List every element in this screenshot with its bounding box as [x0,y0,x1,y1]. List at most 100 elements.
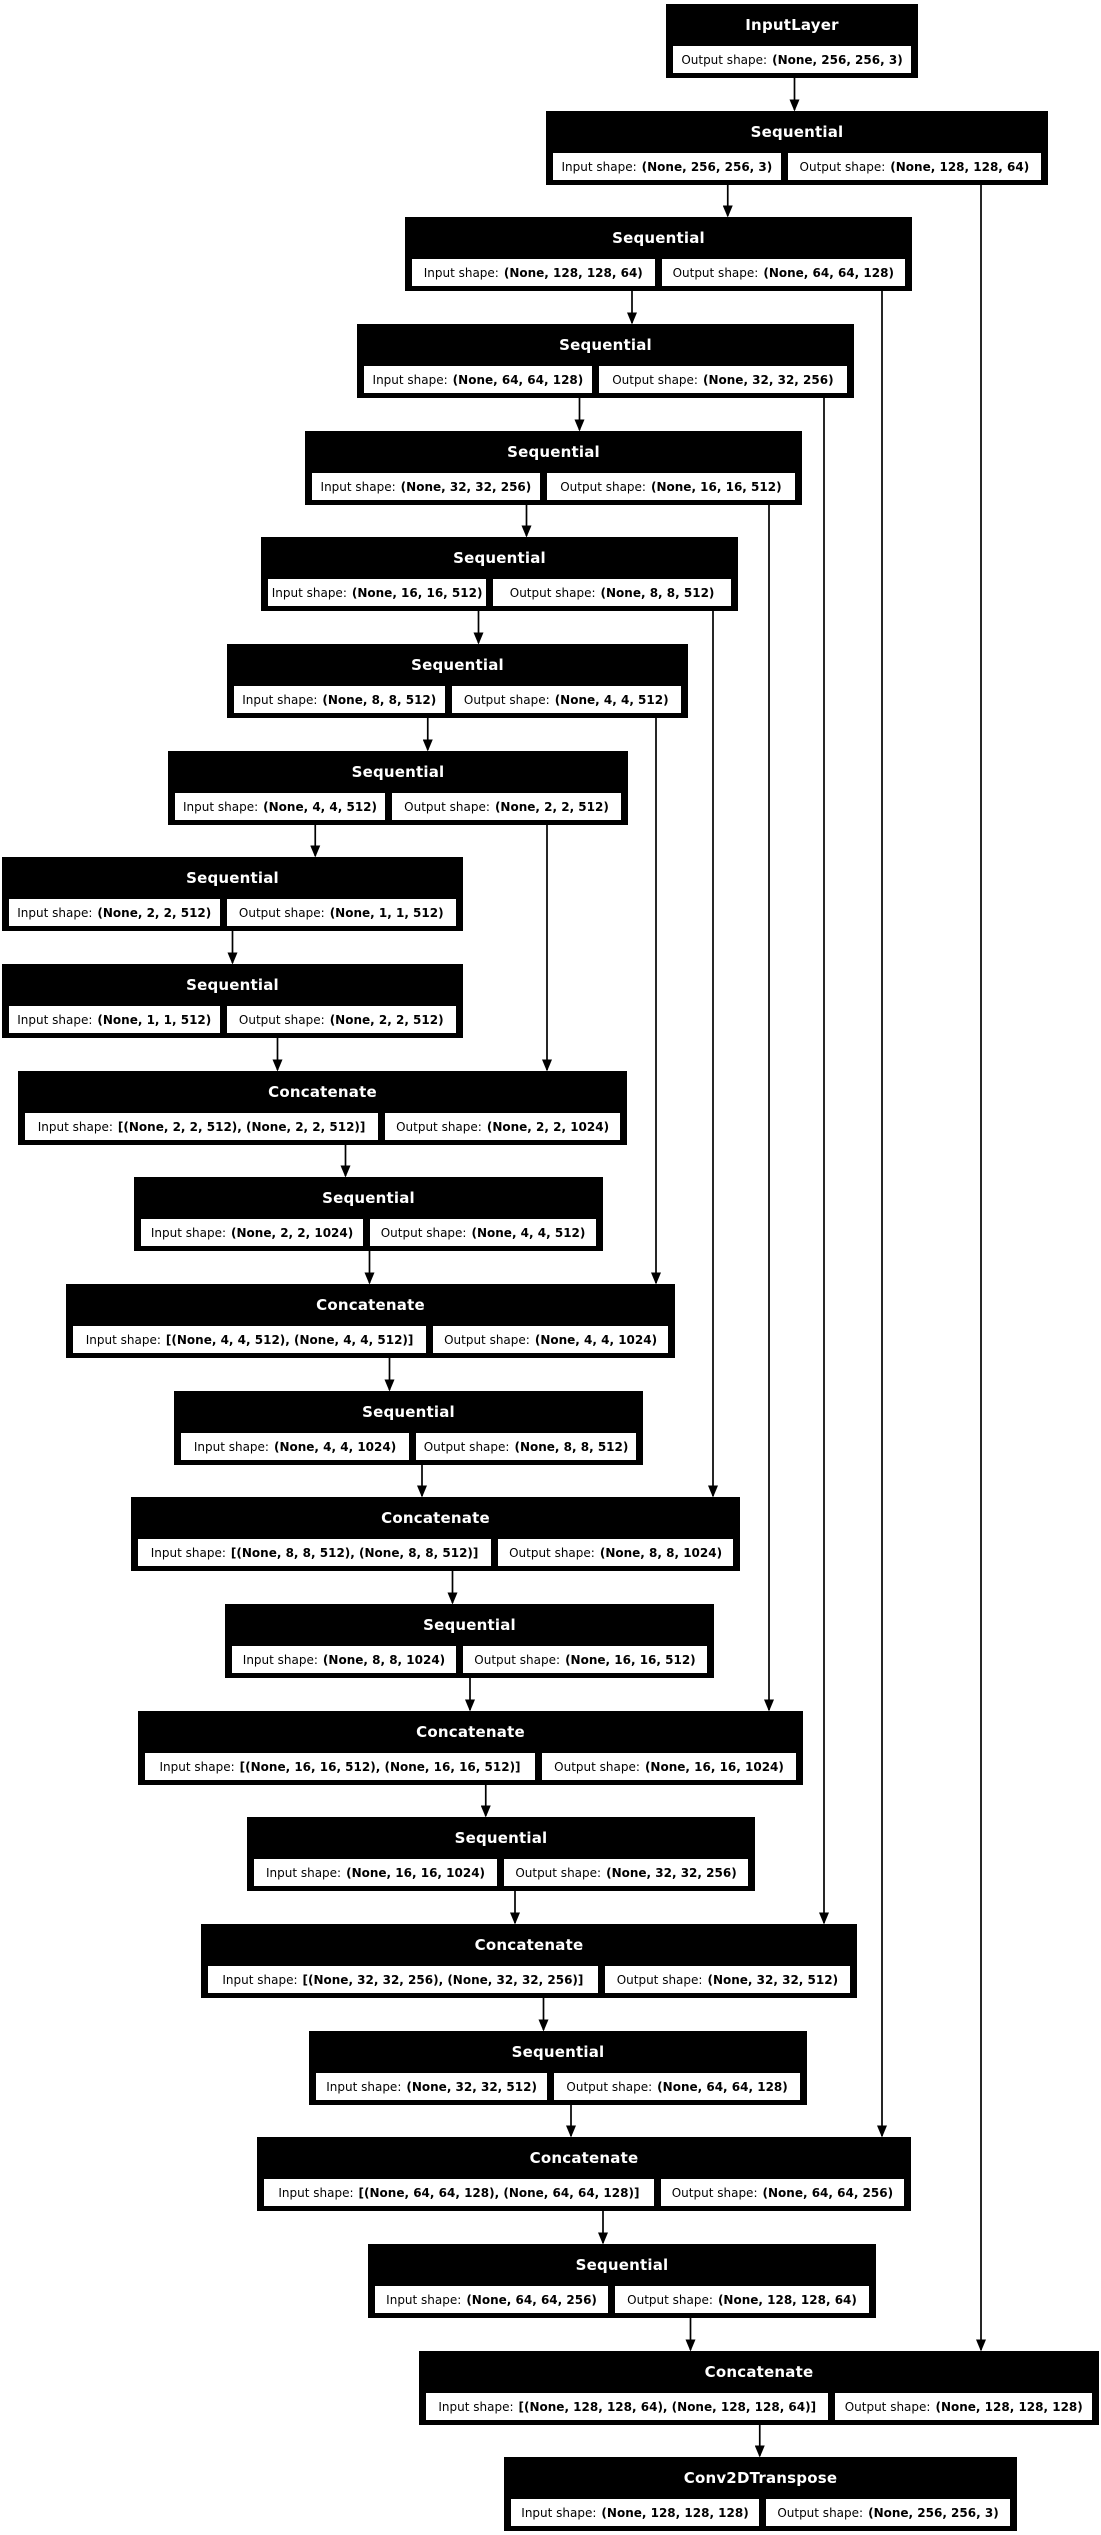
input-shape-cell: Input shape:(None, 2, 2, 1024) [140,1218,365,1247]
output-shape-cell: Output shape:(None, 128, 128, 64) [786,152,1042,181]
output-shape-cell: Output shape:(None, 2, 2, 512) [225,1005,457,1034]
input-shape-label: Input shape: [265,1865,342,1880]
layer-title: Sequential [322,1189,415,1207]
input-shape-cell: Input shape:(None, 128, 128, 128) [510,2498,760,2527]
shape-cells: Input shape:(None, 2, 2, 1024)Output sha… [140,1218,597,1247]
output-shape-label: Output shape: [616,1972,703,1987]
layer-title: Sequential [575,2256,669,2274]
input-shape-value: (None, 16, 16, 512) [351,585,483,600]
input-shape-cell: Input shape:(None, 32, 32, 256) [311,472,541,501]
output-shape-cell: Output shape:(None, 4, 4, 512) [450,685,682,714]
input-shape-cell: Input shape:(None, 128, 128, 64) [411,258,656,287]
layer-title: Concatenate [416,1723,525,1741]
output-shape-label: Output shape: [380,1225,467,1240]
input-shape-label: Input shape: [372,372,448,387]
output-shape-cell: Output shape: (None, 2, 2, 512) [391,792,622,821]
input-shape-label: Input shape: [37,1119,113,1134]
output-shape-cell: Output shape:(None, 64, 64, 256) [659,2178,905,2207]
output-shape-value: (None, 16, 16, 512) [650,479,782,494]
output-shape-label: Output shape: [627,2292,713,2307]
output-shape-label: Output shape: [444,1332,530,1347]
input-shape-label: Input shape: [271,585,347,600]
input-shape-label: Input shape: [85,1332,161,1347]
shape-cells: Input shape: (None, 1, 1, 512) Output shap… [8,1005,457,1034]
output-shape-cell: Output shape:(None, 128, 128, 128) [834,2392,1093,2421]
output-shape-cell: Output shape:(None, 32, 32, 256) [503,1858,749,1887]
output-shape-label: Output shape: [566,2079,653,2094]
shape-cells: Input shape:[(None, 32, 32, 256), (None,… [207,1965,851,1994]
layer-title: Sequential [750,123,844,141]
output-shape-value: (None, 128, 128, 64) [717,2292,857,2307]
shape-cells: Input shape:[(None, 2, 2, 512), (None, 2… [24,1112,621,1141]
shape-cells: Input shape:(None, 64, 64, 256) Output sh… [374,2285,870,2314]
shape-cells: Input shape:[(None, 16, 16, 512), (None,… [144,1752,797,1781]
shape-cells: Input shape:[(None, 64, 64, 128), (None,… [263,2178,905,2207]
output-shape-label: Output shape: [396,1119,482,1134]
layer-title: Sequential [507,443,600,461]
output-shape-cell: Output shape:(None, 4, 4, 512) [369,1218,597,1247]
output-shape-value: (None, 8, 8, 1024) [599,1545,723,1560]
input-shape-label: Input shape: [521,2505,597,2520]
output-shape-label: Output shape: [238,1012,325,1027]
output-shape-value: (None, 1, 1, 512) [329,905,444,920]
input-shape-label: Input shape: [159,1759,235,1774]
input-shape-label: Input shape: [423,265,499,280]
layer-title: Sequential [612,229,705,247]
input-shape-label: Input shape: [17,1012,93,1027]
output-shape-cell: Output shape:(None, 32, 32, 512) [603,1965,851,1994]
output-shape-value: (None, 4, 4, 512) [554,692,669,707]
input-shape-cell: Input shape:(None, 8, 8, 1024) [231,1645,457,1674]
input-shape-label: Input shape: [242,1652,318,1667]
output-shape-cell: Output shape:(None, 16, 16, 1024) [541,1752,797,1781]
output-shape-cell: Output shape:(None, 8, 8, 512) [492,578,732,607]
shape-cells: Input shape:[(None, 128, 128, 64), (None… [425,2392,1093,2421]
layer-title: Conv2DTranspose [683,2469,838,2487]
shape-cells: Input shape: (None, 16, 16, 1024) Output s… [253,1858,749,1887]
input-shape-cell: Input shape:(None, 64, 64, 256) [374,2285,610,2314]
output-shape-label: Output shape: [404,799,490,814]
input-shape-cell: Input shape:[(None, 32, 32, 256), (None,… [207,1965,599,1994]
input-shape-value: (None, 16, 16, 1024) [346,1865,486,1880]
layer-title: Concatenate [268,1083,377,1101]
input-shape-value: (None, 2, 2, 512) [97,905,212,920]
output-shape-value: (None, 32, 32, 256) [702,372,834,387]
output-shape-value: (None, 2, 2, 1024) [486,1119,610,1134]
input-shape-cell: Input shape: (None, 1, 1, 512) [8,1005,221,1034]
layer-title: Sequential [186,976,279,994]
input-shape-cell: Input shape:(None, 256, 256, 3) [552,152,782,181]
shape-cells: Input shape:(None, 64, 64, 128)Output sh… [363,365,848,394]
input-shape-value: (None, 64, 64, 128) [452,372,584,387]
shape-cells: Input shape:(None, 128, 128, 64) Output s… [411,258,906,287]
input-shape-label: Input shape: [150,1225,226,1240]
input-shape-label: Input shape: [182,799,259,814]
input-shape-value: (None, 32, 32, 512) [406,2079,537,2094]
shape-cells: Output shape:(None, 256, 256, 3) [672,45,912,74]
output-shape-cell: Output shape:(None, 4, 4, 1024) [432,1325,669,1354]
output-shape-label: Output shape: [681,52,768,67]
input-shape-value: (None, 1, 1, 512) [97,1012,212,1027]
layer-title: InputLayer [745,16,839,34]
input-shape-cell: Input shape:[(None, 4, 4, 512), (None, 4… [72,1325,428,1354]
input-shape-value: [(None, 8, 8, 512), (None, 8, 8, 512)] [230,1545,479,1560]
input-shape-value: (None, 4, 4, 512) [263,799,378,814]
output-shape-label: Output shape: [672,265,759,280]
output-shape-value: (None, 64, 64, 128) [657,2079,788,2094]
input-shape-cell: Input shape:(None, 2, 2, 512) [8,898,221,927]
shape-cells: Input shape:(None, 8, 8, 1024)Output sha… [231,1645,708,1674]
input-shape-cell: Input shape:[(None, 128, 128, 64), (None… [425,2392,830,2421]
input-shape-cell: Input shape:(None, 8, 8, 512) [233,685,446,714]
output-shape-value: (None, 2, 2, 512) [494,799,609,814]
input-shape-value: [(None, 64, 64, 128), (None, 64, 64, 128… [358,2185,640,2200]
